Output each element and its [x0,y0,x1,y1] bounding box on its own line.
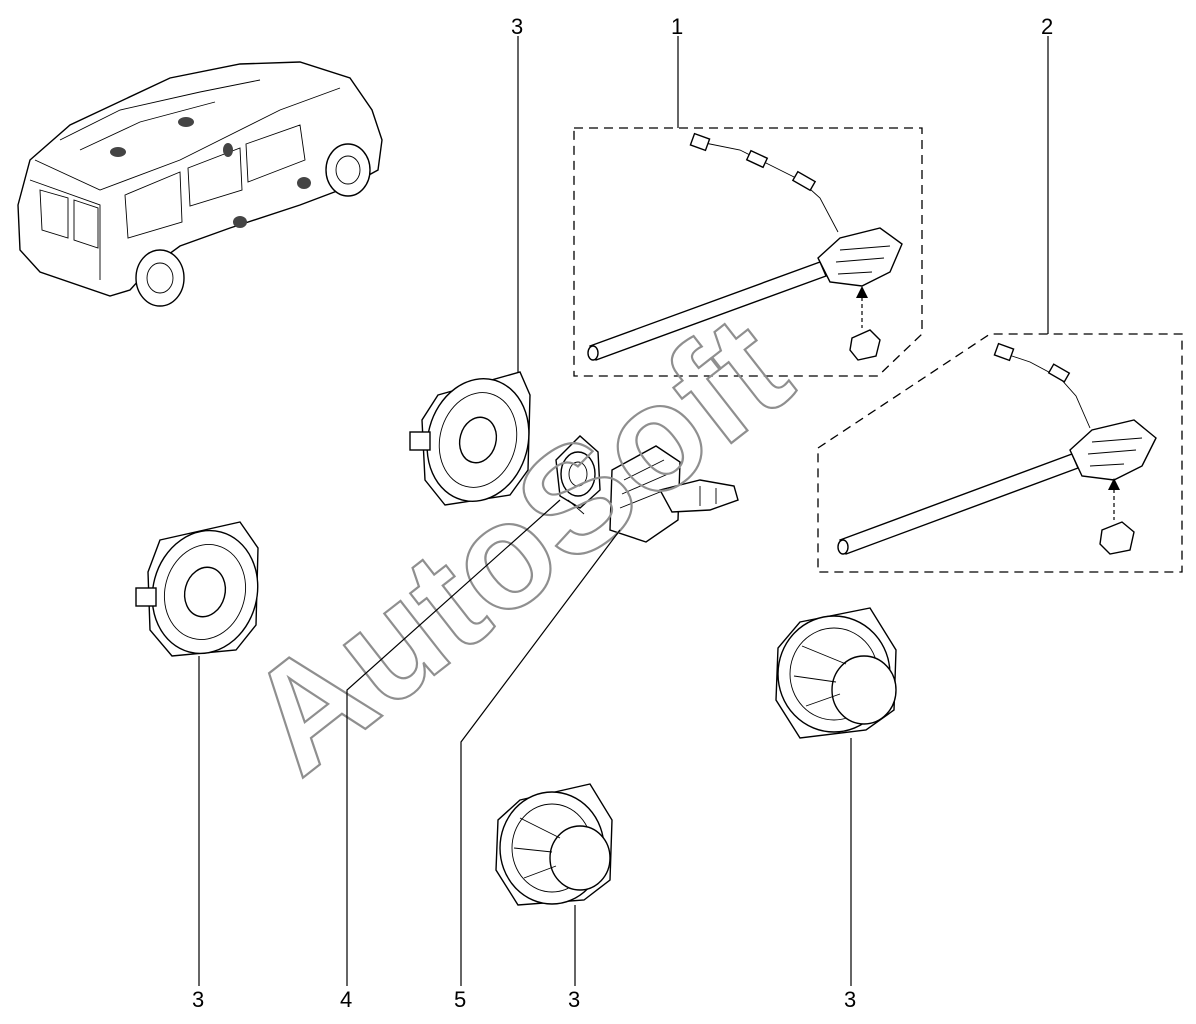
callout-1: 1 [671,14,683,39]
speaker-bottom-right [775,607,897,739]
callout-3-left: 3 [192,987,204,1012]
antenna-assembly-1 [573,127,923,377]
amplifier-unit [609,445,739,543]
speaker-bottom-center [495,783,613,906]
callout-3-top: 3 [511,14,523,39]
leader-lines [198,36,1049,986]
callout-4: 4 [340,987,352,1012]
antenna-assembly-2 [817,333,1183,573]
vehicle-illustration [17,61,383,307]
callout-3-bottom-center: 3 [568,987,580,1012]
dashed-frame-2 [817,333,1183,573]
speaker-left [135,521,259,657]
leader-5 [460,529,621,986]
callout-5: 5 [454,987,466,1012]
tweeter [555,435,601,515]
callout-3-bottom-right: 3 [844,987,856,1012]
dashed-frame-1 [573,127,923,377]
speaker-top [409,371,531,506]
leader-4 [346,499,561,986]
callout-2: 2 [1041,14,1053,39]
